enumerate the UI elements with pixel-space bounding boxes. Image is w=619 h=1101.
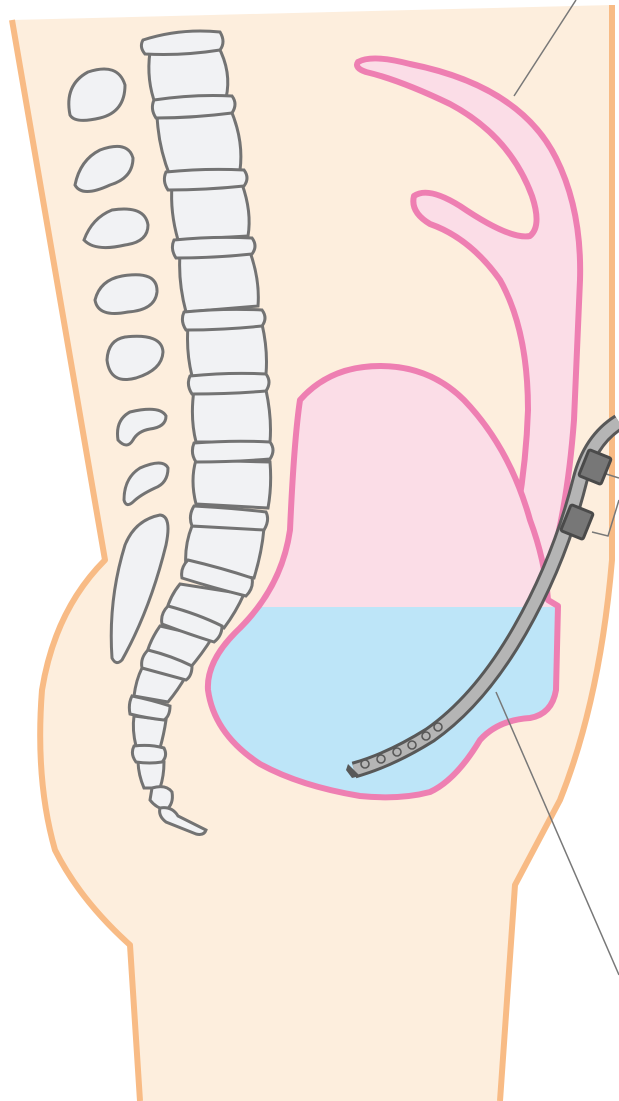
vertebra-body-7: [193, 460, 271, 508]
disc-5: [182, 309, 265, 330]
disc-8: [190, 506, 267, 530]
disc-7: [192, 441, 273, 462]
disc-4: [172, 237, 255, 258]
vertebra-body-6: [192, 390, 270, 442]
disc-3: [164, 169, 247, 190]
vertebra-body-5: [188, 324, 267, 376]
disc-2: [152, 96, 235, 119]
vertebra-body-3: [172, 184, 250, 240]
disc-13: [132, 745, 165, 763]
disc-6: [188, 373, 269, 394]
vertebra-body-4: [180, 252, 259, 312]
